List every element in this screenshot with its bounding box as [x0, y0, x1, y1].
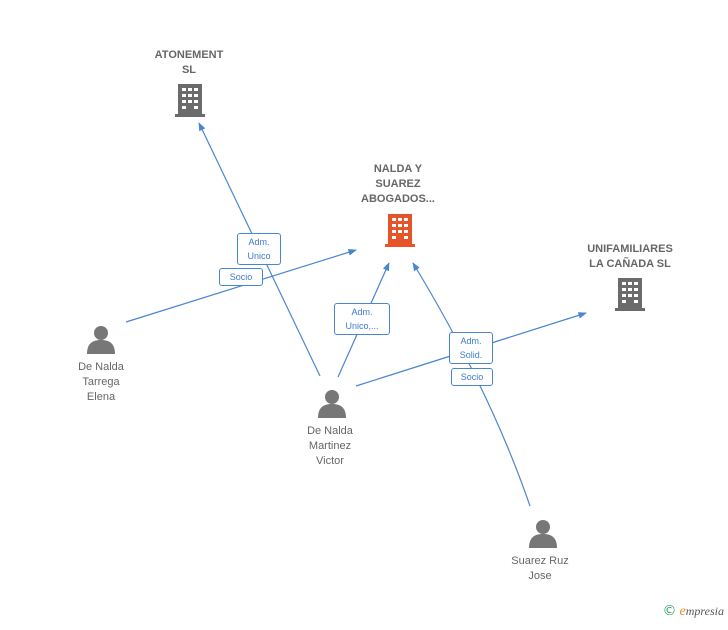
copyright-symbol: © — [662, 603, 677, 619]
building-icon[interactable] — [385, 214, 415, 247]
relation-label-socio: Socio — [451, 368, 493, 386]
person-icon[interactable] — [87, 326, 115, 354]
building-icon[interactable] — [175, 84, 205, 117]
brand-name: mpresia — [685, 604, 724, 618]
relation-label-socio: Socio — [219, 268, 263, 286]
relation-label-adm-unico: Adm. Unico — [237, 233, 281, 265]
person-label-martinez[interactable]: De Nalda Martinez Victor — [307, 425, 353, 467]
company-label-unifamiliares[interactable]: UNIFAMILIARES LA CAÑADA SL — [587, 243, 673, 270]
company-label-atonement[interactable]: ATONEMENT SL — [154, 49, 224, 76]
edge-suarez-nalda — [412, 262, 531, 507]
brand-initial: e — [679, 604, 686, 619]
person-icon[interactable] — [318, 390, 346, 418]
person-icon[interactable] — [529, 520, 557, 548]
relation-label-adm-solid: Adm. Solid. — [449, 332, 493, 364]
edge-tarrega-nalda — [125, 249, 357, 323]
company-label-nalda[interactable]: NALDA Y SUAREZ ABOGADOS... — [361, 163, 435, 205]
relation-label-adm-unico-etc: Adm. Unico,... — [334, 303, 390, 335]
person-label-suarez[interactable]: Suarez Ruz Jose — [511, 555, 569, 582]
building-icon[interactable] — [615, 278, 645, 311]
person-label-tarrega[interactable]: De Nalda Tarrega Elena — [78, 361, 124, 403]
empresia-logo[interactable]: © empresia — [663, 603, 724, 620]
